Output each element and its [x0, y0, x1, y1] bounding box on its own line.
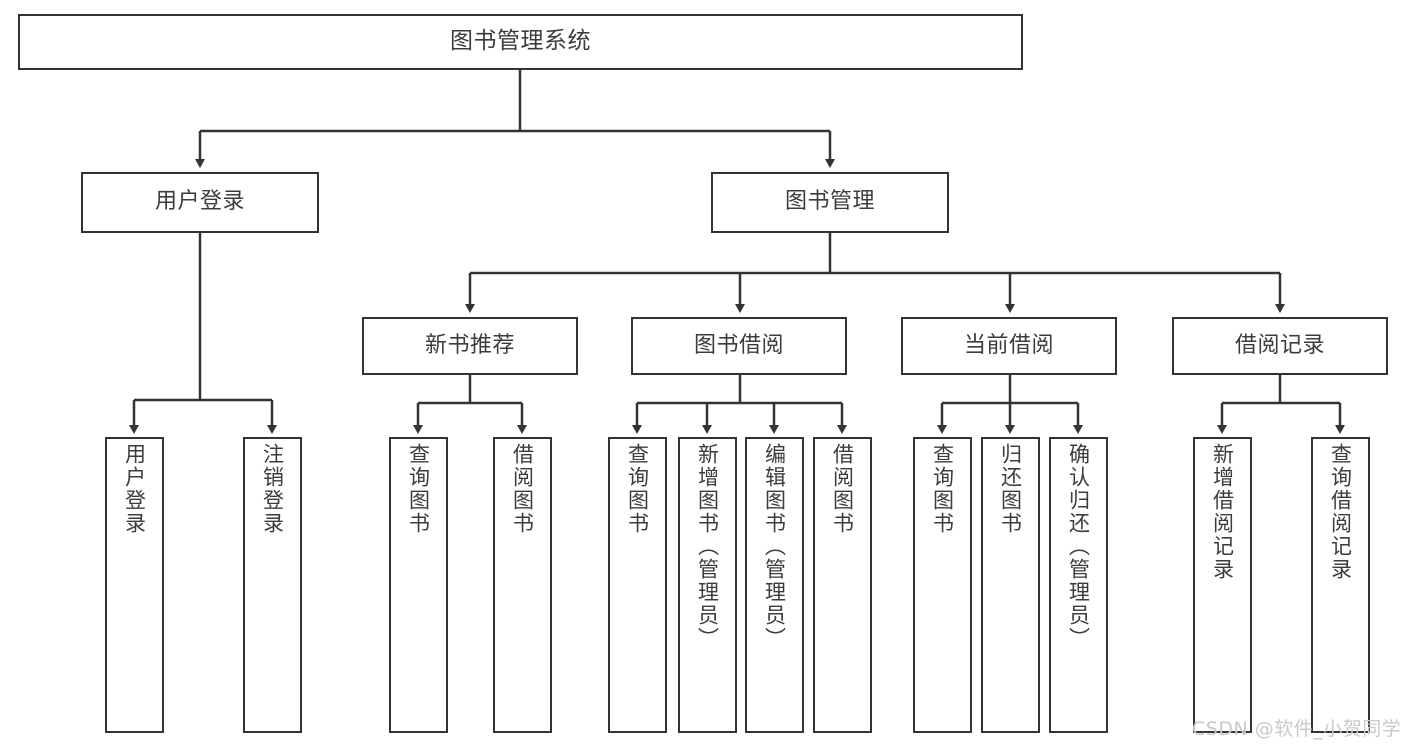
node-leaf-edit-book-admin[interactable]: 编辑图书（管理员）	[745, 437, 804, 733]
node-label: 图书借阅	[693, 332, 784, 358]
node-current-borrowing[interactable]: 当前借阅	[901, 317, 1117, 375]
node-leaf-query-book-borrow[interactable]: 查询图书	[608, 437, 667, 733]
node-book-borrowing[interactable]: 图书借阅	[631, 317, 847, 375]
node-new-book-recommendation[interactable]: 新书推荐	[362, 317, 578, 375]
node-label: 查询图书	[406, 443, 431, 535]
node-leaf-query-book-recommend[interactable]: 查询图书	[389, 437, 448, 733]
node-leaf-borrow-book[interactable]: 借阅图书	[813, 437, 872, 733]
node-label: 用户登录	[154, 189, 245, 215]
node-leaf-confirm-return-admin[interactable]: 确认归还（管理员）	[1049, 437, 1108, 733]
node-label: 用户登录	[122, 443, 147, 535]
node-label: 确认归还（管理员）	[1066, 443, 1091, 650]
node-label: 借阅图书	[830, 443, 855, 535]
node-label: 借阅图书	[510, 443, 535, 535]
node-label: 借阅记录	[1234, 332, 1325, 358]
node-borrowing-record[interactable]: 借阅记录	[1172, 317, 1388, 375]
node-leaf-add-book-admin[interactable]: 新增图书（管理员）	[678, 437, 737, 733]
node-label: 归还图书	[998, 443, 1023, 535]
node-leaf-query-borrow-record[interactable]: 查询借阅记录	[1311, 437, 1370, 733]
node-label: 图书管理系统	[450, 28, 591, 55]
node-leaf-return-book[interactable]: 归还图书	[981, 437, 1040, 733]
node-label: 注销登录	[260, 443, 285, 535]
node-label: 查询图书	[930, 443, 955, 535]
node-label: 新增图书（管理员）	[695, 443, 720, 650]
node-leaf-query-book-current[interactable]: 查询图书	[913, 437, 972, 733]
node-label: 图书管理	[784, 189, 875, 215]
node-label: 查询借阅记录	[1328, 443, 1353, 581]
node-user-login[interactable]: 用户登录	[81, 172, 319, 233]
node-leaf-user-login[interactable]: 用户登录	[105, 437, 164, 733]
node-label: 新增借阅记录	[1210, 443, 1235, 581]
node-leaf-add-borrow-record[interactable]: 新增借阅记录	[1193, 437, 1252, 733]
node-label: 查询图书	[625, 443, 650, 535]
node-label: 当前借阅	[963, 332, 1054, 358]
node-leaf-borrow-book-recommend[interactable]: 借阅图书	[493, 437, 552, 733]
node-label: 新书推荐	[424, 332, 515, 358]
node-leaf-logout[interactable]: 注销登录	[243, 437, 302, 733]
node-book-management[interactable]: 图书管理	[711, 172, 949, 233]
node-root-book-management-system[interactable]: 图书管理系统	[18, 14, 1023, 70]
node-label: 编辑图书（管理员）	[762, 443, 787, 650]
